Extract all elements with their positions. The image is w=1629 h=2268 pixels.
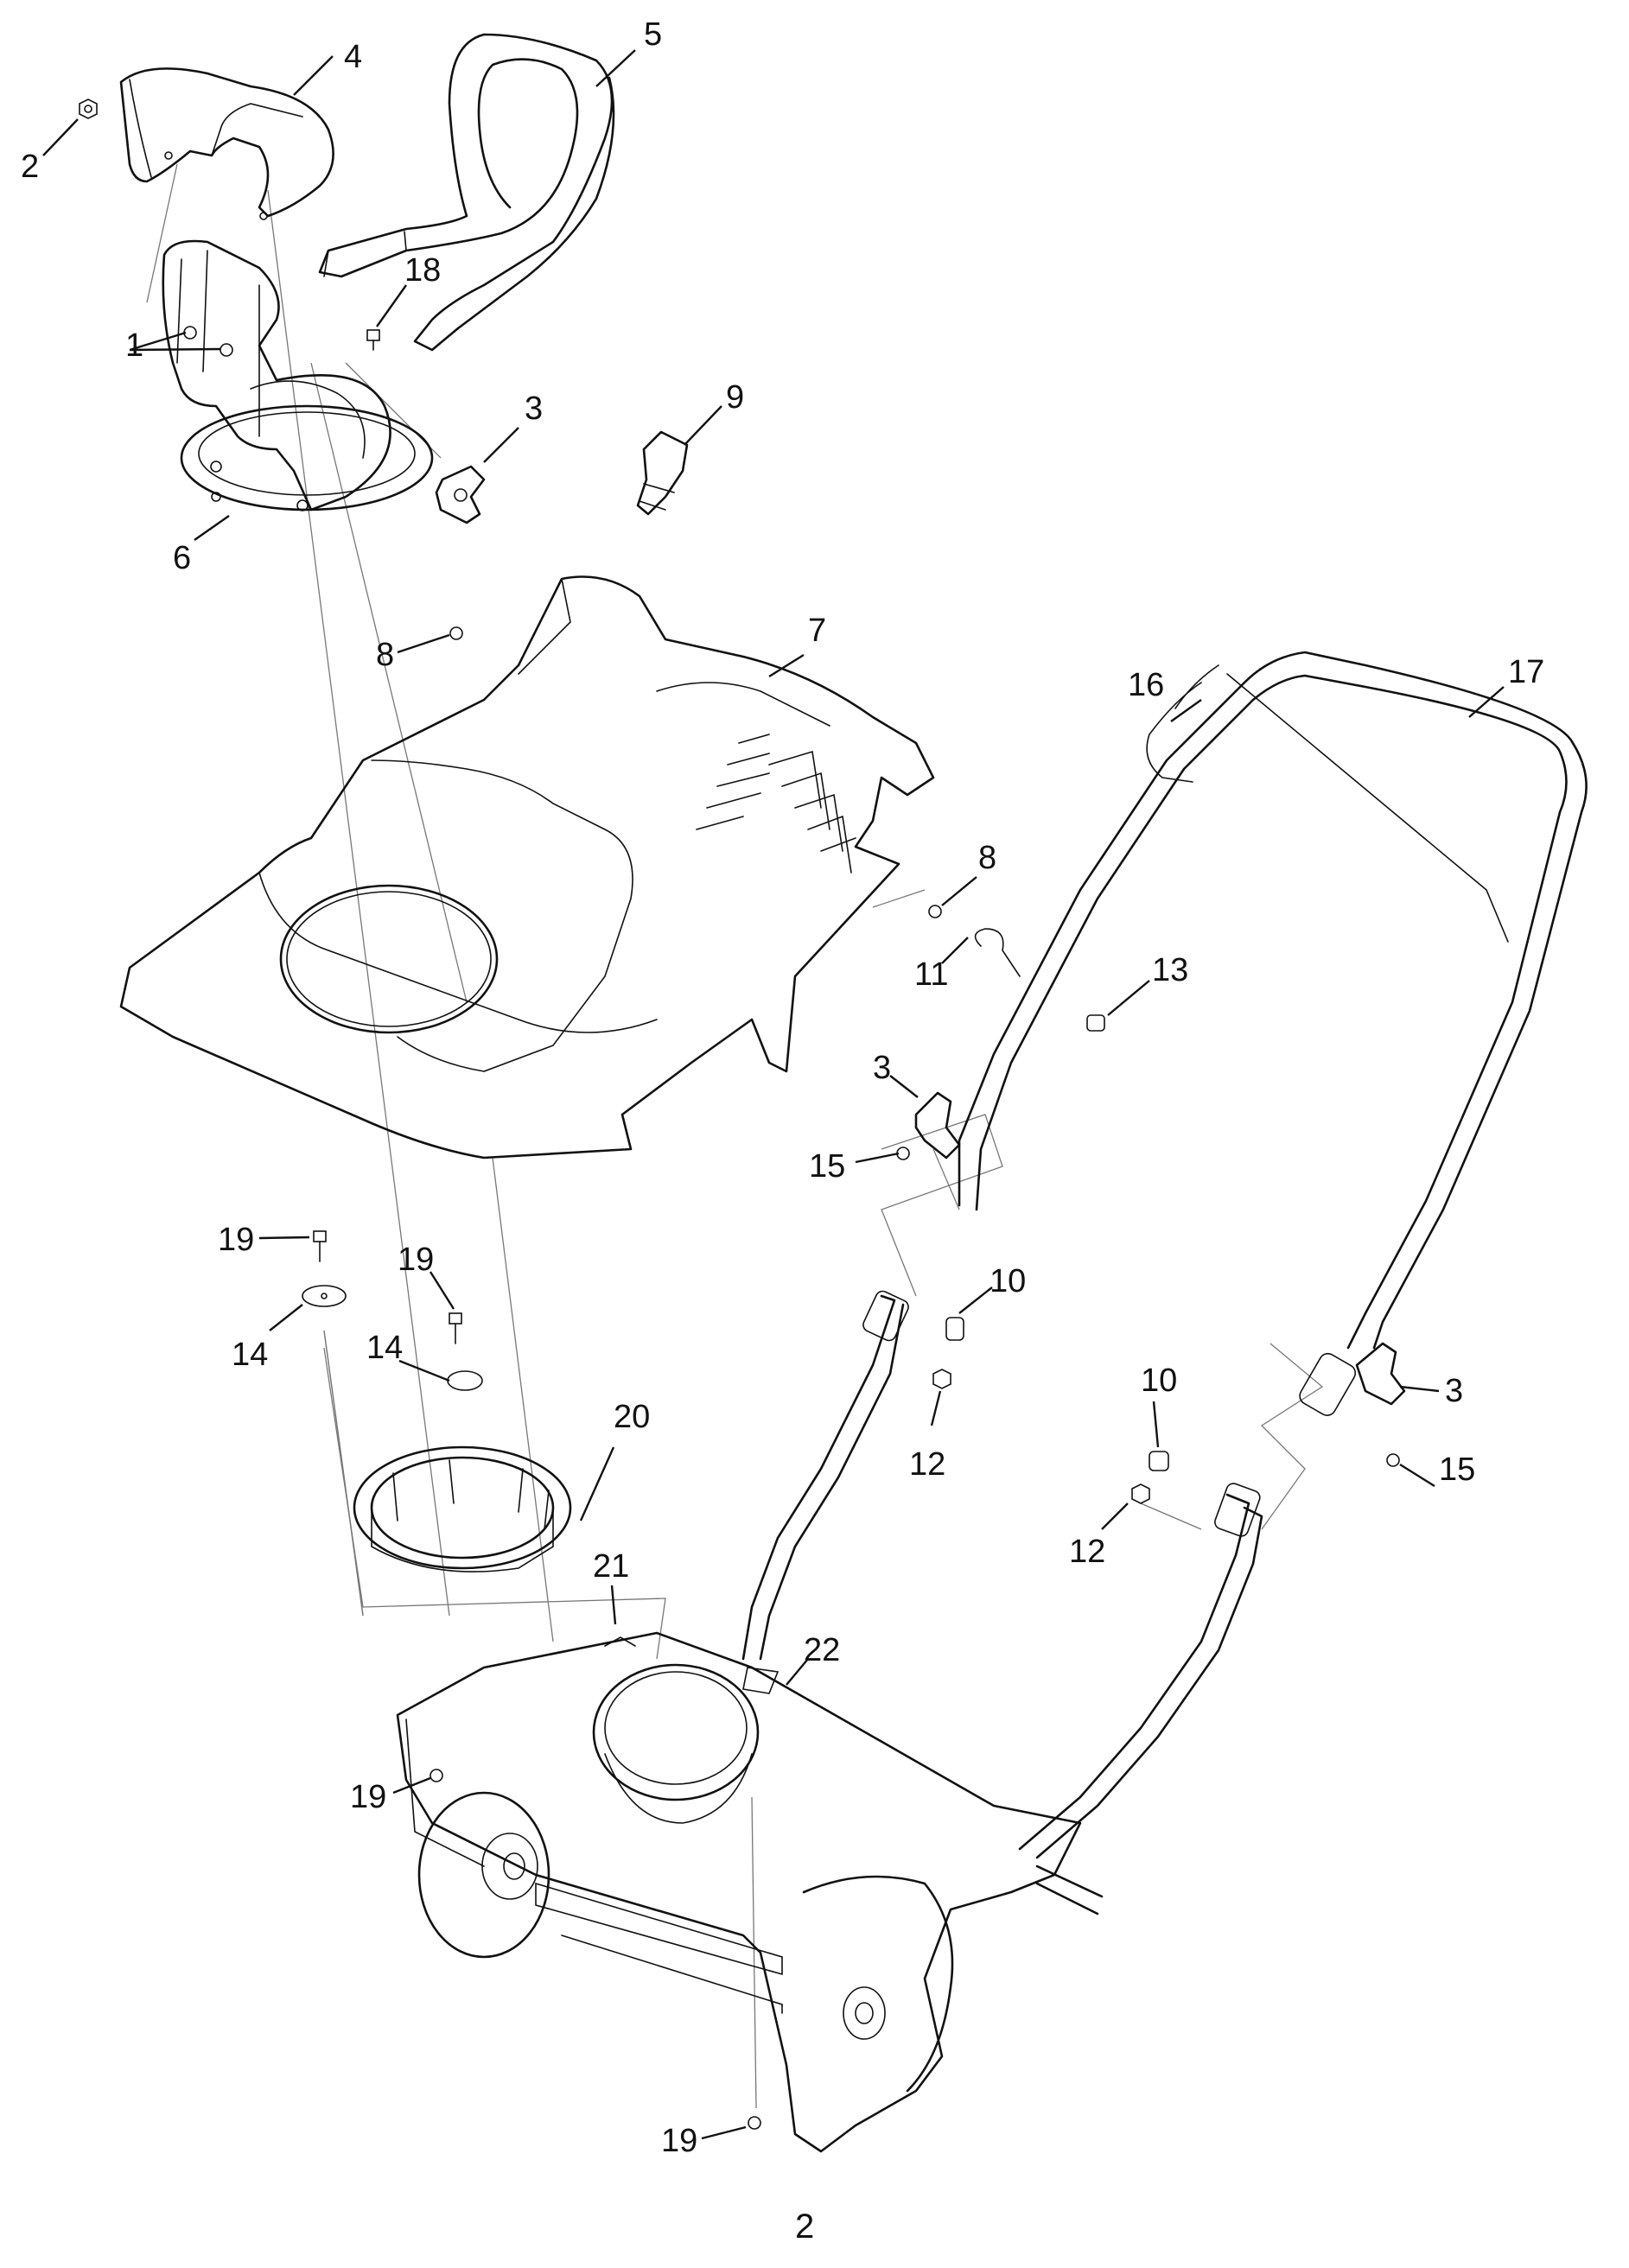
callout-12-left: 12 (909, 1446, 945, 1483)
callout-3-left: 3 (873, 1050, 891, 1086)
callout-20: 20 (614, 1399, 650, 1435)
screws (183, 326, 233, 357)
callout-14-left: 14 (232, 1337, 268, 1373)
callout-16: 16 (1128, 667, 1164, 703)
callout-4: 4 (344, 39, 362, 75)
callout-8-side: 8 (978, 840, 996, 876)
hardware-10-12 (932, 1317, 1169, 1504)
auger-housing (396, 1631, 1104, 2153)
chute-handle (318, 33, 615, 352)
callout-10-right: 10 (1141, 1363, 1177, 1399)
top-cover (119, 575, 935, 1159)
leader-lines (42, 49, 1505, 2140)
page-number: 2 (795, 2208, 814, 2246)
callout-19-bottom: 19 (661, 2123, 697, 2159)
cable-nut (1086, 1014, 1105, 1032)
callout-10-left: 10 (989, 1263, 1026, 1299)
callout-5: 5 (644, 16, 662, 53)
callout-labels: 2 4 5 1 18 3 6 9 8 7 8 16 17 11 13 3 15 … (21, 16, 1544, 2159)
callout-21: 21 (593, 1548, 629, 1585)
callout-17: 17 (1508, 654, 1544, 690)
callout-3-right: 3 (1445, 1373, 1463, 1409)
callout-19-left: 19 (218, 1222, 254, 1258)
lower-handles (741, 1290, 1263, 1859)
chute-ring (353, 1445, 572, 1572)
callout-15-right: 15 (1439, 1452, 1475, 1488)
wing-knob (435, 465, 486, 524)
chute-deflector (119, 67, 334, 220)
callout-8-top: 8 (376, 637, 394, 673)
callout-7: 7 (808, 613, 826, 649)
bolt-15a (896, 1147, 910, 1160)
cover-bolt-side (928, 905, 942, 918)
wing-knob-right (1355, 1342, 1406, 1406)
callout-19-housing: 19 (350, 1779, 386, 1815)
nut (79, 98, 98, 119)
cover-bolt-top (449, 626, 463, 640)
vent-slots (696, 734, 856, 874)
bolt-15b (1386, 1453, 1400, 1467)
callout-14-mid: 14 (366, 1330, 403, 1366)
chute-base (162, 239, 434, 511)
callout-13: 13 (1152, 952, 1188, 988)
callout-15-left: 15 (809, 1148, 845, 1185)
callout-18: 18 (404, 252, 441, 289)
callout-6: 6 (173, 540, 191, 576)
callout-1: 1 (125, 327, 143, 364)
callout-9: 9 (726, 379, 744, 416)
callout-11: 11 (914, 956, 948, 993)
callout-2: 2 (21, 149, 39, 185)
hairpin (974, 928, 1021, 977)
callout-12-right: 12 (1069, 1534, 1105, 1570)
upper-handle (958, 651, 1588, 1416)
assembly-lines (146, 163, 1324, 2109)
part-22 (742, 1667, 780, 1694)
callout-22: 22 (804, 1632, 840, 1668)
bolt (366, 329, 380, 351)
clip (636, 430, 689, 516)
callout-19-mid: 19 (398, 1242, 434, 1278)
callout-3-chute: 3 (525, 391, 543, 427)
